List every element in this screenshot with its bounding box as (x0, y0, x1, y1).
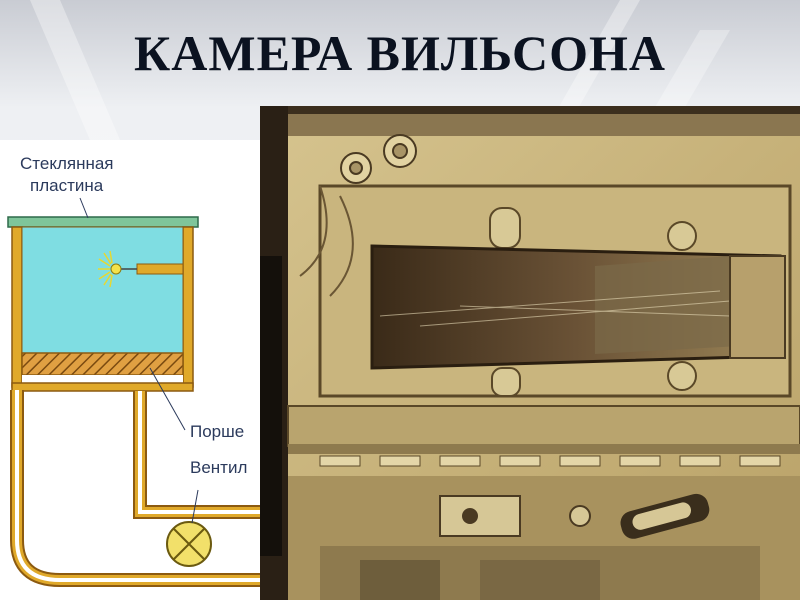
glass-plate-icon (7, 216, 199, 228)
apparatus-photo-image (260, 106, 800, 600)
radioactive-source-icon (98, 250, 184, 288)
pipe-icon (10, 390, 262, 587)
apparatus-photo (260, 106, 800, 600)
cloud-chamber-diagram: Стеклянная пластина Порше Вентил (0, 140, 262, 600)
piston-icon (21, 352, 184, 376)
slide-title: КАМЕРА ВИЛЬСОНА (134, 25, 666, 81)
piston-label: Порше (190, 422, 245, 441)
chamber-icon (21, 226, 184, 354)
diagram-drawing (7, 197, 262, 587)
valve-label: Вентил (190, 458, 248, 477)
glass-plate-label-line2: пластина (30, 176, 104, 195)
valve-icon (166, 521, 212, 567)
glass-plate-label-line1: Стеклянная (20, 154, 114, 173)
